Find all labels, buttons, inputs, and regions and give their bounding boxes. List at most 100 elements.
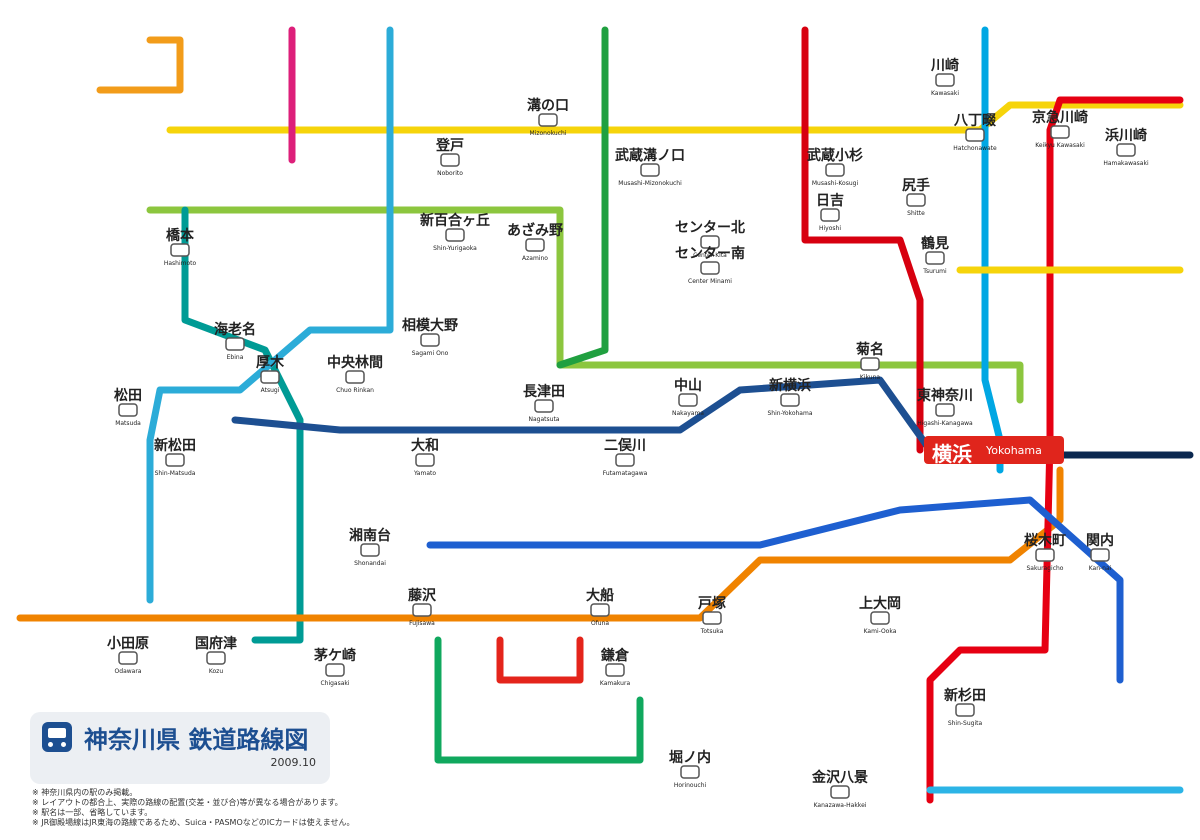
station-marker[interactable] (935, 73, 955, 87)
station-label[interactable]: 日吉 (816, 192, 844, 209)
station-label[interactable]: 中山 (674, 377, 702, 394)
station-label[interactable]: あざみ野 (507, 222, 563, 239)
station-marker[interactable] (702, 611, 722, 625)
station-label[interactable]: 小田原 (107, 636, 149, 652)
station-label[interactable]: 国府津 (195, 635, 237, 652)
station-label[interactable]: 松田 (114, 387, 142, 404)
station-marker[interactable] (445, 228, 465, 242)
station-label[interactable]: 新横浜 (769, 377, 811, 394)
station-marker[interactable] (415, 453, 435, 467)
station-marker[interactable] (820, 208, 840, 222)
station-label[interactable]: 新松田 (154, 437, 196, 454)
station-label[interactable]: 中央林間 (327, 354, 383, 371)
station-label[interactable]: 長津田 (523, 383, 565, 400)
station-label[interactable]: 京急川崎 (1032, 109, 1088, 126)
station-label[interactable]: 東神奈川 (917, 387, 973, 404)
station-label[interactable]: センター南 (675, 245, 745, 262)
station-label[interactable]: 浜川崎 (1105, 127, 1147, 144)
station-marker[interactable] (825, 163, 845, 177)
station-label-en: Ofuna (591, 620, 609, 627)
station-label[interactable]: 相模大野 (402, 317, 458, 334)
station-marker[interactable] (118, 651, 138, 665)
station-label[interactable]: 大船 (586, 587, 614, 604)
station-marker[interactable] (538, 113, 558, 127)
station-marker[interactable] (906, 193, 926, 207)
station-label[interactable]: 二俣川 (604, 437, 646, 454)
station-label[interactable]: 尻手 (902, 177, 930, 194)
station-label[interactable]: 鎌倉 (600, 647, 630, 664)
station-marker[interactable] (780, 393, 800, 407)
station-marker[interactable] (870, 611, 890, 625)
station-marker[interactable] (360, 543, 380, 557)
yokohama-station-badge[interactable]: 横浜 Yokohama (924, 436, 1064, 466)
station-marker[interactable] (1035, 548, 1055, 562)
station-marker[interactable] (525, 238, 545, 252)
station-label[interactable]: 厚木 (256, 354, 285, 371)
station-marker[interactable] (615, 453, 635, 467)
station-marker[interactable] (170, 243, 190, 257)
station-label[interactable]: 関内 (1086, 532, 1114, 549)
station-label-en: Yamato (413, 470, 436, 477)
station-marker[interactable] (534, 399, 554, 413)
station-marker[interactable] (440, 153, 460, 167)
station-marker[interactable] (1116, 143, 1136, 157)
station-label-en: Odawara (115, 668, 142, 675)
station-marker[interactable] (830, 785, 850, 799)
station-marker[interactable] (678, 393, 698, 407)
station-marker[interactable] (412, 603, 432, 617)
station-marker[interactable] (165, 453, 185, 467)
station-marker[interactable] (325, 663, 345, 677)
station-marker[interactable] (700, 261, 720, 275)
rail-line-12 (434, 636, 644, 764)
station-marker[interactable] (260, 370, 280, 384)
station-label[interactable]: 橋本 (166, 227, 195, 244)
station-label[interactable]: 海老名 (214, 321, 256, 338)
station-label[interactable]: 鶴見 (921, 235, 949, 252)
station-marker[interactable] (935, 403, 955, 417)
notes: ※ 神奈川県内の駅のみ掲載。 ※ レイアウトの都合上、実際の路線の配置(交差・並… (32, 788, 354, 828)
station-marker[interactable] (225, 337, 245, 351)
station-label[interactable]: 溝の口 (527, 97, 569, 114)
station-label[interactable]: 茅ケ崎 (314, 647, 356, 664)
station-label-en: Hamakawasaki (1103, 160, 1149, 167)
station-marker[interactable] (965, 128, 985, 142)
station-marker[interactable] (1050, 125, 1070, 139)
station-marker[interactable] (700, 235, 720, 249)
station-label[interactable]: 堀ノ内 (669, 749, 711, 766)
station-label[interactable]: 大和 (411, 437, 439, 454)
station-label[interactable]: 新百合ヶ丘 (420, 212, 490, 229)
station-marker[interactable] (1090, 548, 1110, 562)
rail-line-1 (166, 101, 1184, 134)
station-marker[interactable] (590, 603, 610, 617)
station-label[interactable]: 武蔵小杉 (807, 147, 863, 164)
station-label-en: Keikyu Kawasaki (1035, 142, 1085, 149)
station-marker[interactable] (955, 703, 975, 717)
station-marker[interactable] (640, 163, 660, 177)
station-marker[interactable] (680, 765, 700, 779)
station-label[interactable]: 登戸 (435, 137, 464, 154)
station-label[interactable]: センター北 (675, 220, 745, 236)
station-marker[interactable] (605, 663, 625, 677)
station-marker[interactable] (420, 333, 440, 347)
station-label[interactable]: 菊名 (856, 341, 884, 358)
station-marker[interactable] (345, 370, 365, 384)
rail-line-9 (426, 496, 1124, 684)
station-marker[interactable] (206, 651, 226, 665)
station-label[interactable]: 桜木町 (1024, 532, 1066, 549)
station-marker[interactable] (860, 357, 880, 371)
station-label[interactable]: 八丁畷 (953, 113, 996, 129)
station-marker[interactable] (925, 251, 945, 265)
station-label[interactable]: 武蔵溝ノ口 (615, 147, 685, 164)
station-label-en: Chigasaki (320, 680, 349, 687)
station-label-en: Hashimoto (164, 260, 197, 267)
station-label[interactable]: 上大岡 (859, 595, 901, 612)
station-label[interactable]: 藤沢 (408, 587, 437, 604)
station-label-en: Matsuda (115, 420, 141, 427)
station-marker[interactable] (118, 403, 138, 417)
station-label[interactable]: 川崎 (930, 57, 959, 74)
station-label[interactable]: 新杉田 (944, 687, 986, 704)
station-label[interactable]: 金沢八景 (811, 769, 868, 786)
station-label[interactable]: 戸塚 (698, 596, 726, 612)
station-label[interactable]: 湘南台 (349, 527, 391, 544)
map-date: 2009.10 (270, 756, 317, 769)
